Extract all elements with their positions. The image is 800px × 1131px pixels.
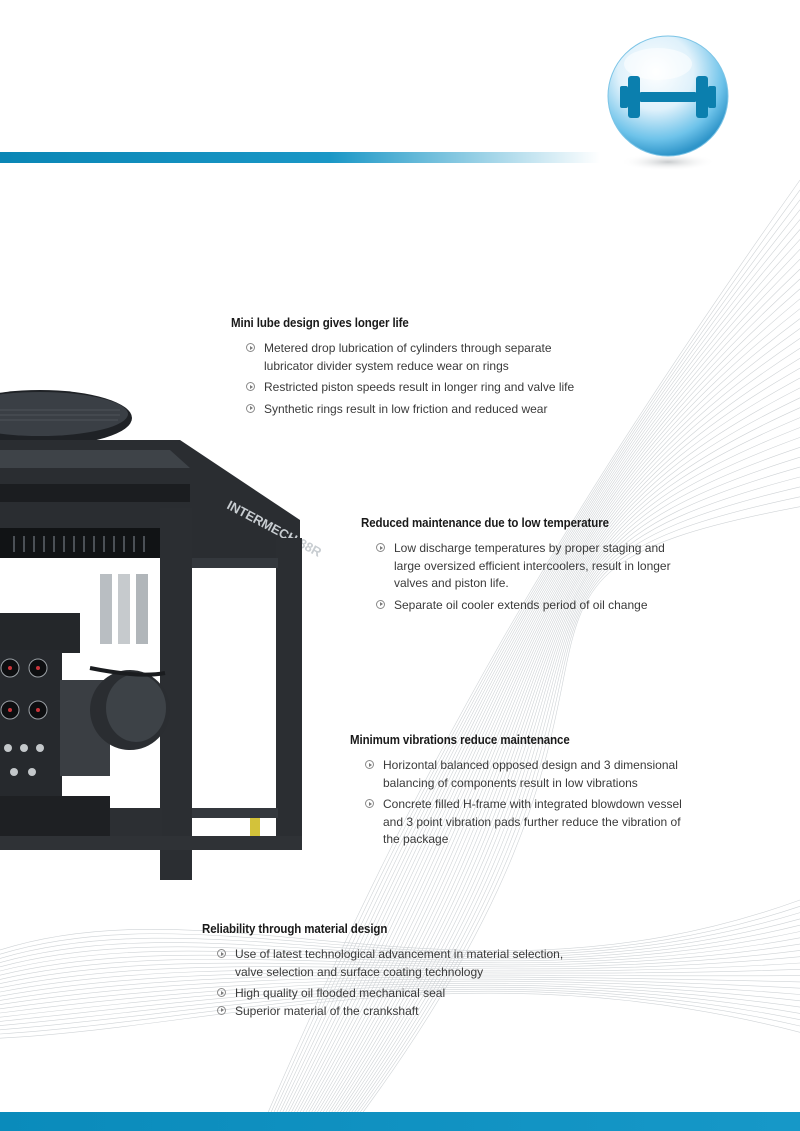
section-title: Reduced maintenance due to low temperatu… — [361, 516, 609, 530]
list-item: Low discharge temperatures by proper sta… — [361, 540, 671, 593]
compressor-package-image: INTERMECH 88R — [0, 390, 325, 880]
bullet-list: Use of latest technological advancement … — [202, 946, 563, 1020]
section-minimum-vibrations: Minimum vibrations reduce maintenance Ho… — [350, 733, 682, 853]
bullet-list: Horizontal balanced opposed design and 3… — [350, 757, 682, 849]
logo-sphere — [607, 35, 729, 171]
list-item: Superior material of the crankshaft — [202, 1003, 563, 1021]
play-bullet-icon — [217, 949, 226, 958]
play-bullet-icon — [217, 1005, 226, 1015]
list-item: Restricted piston speeds result in longe… — [231, 379, 574, 397]
section-reliability: Reliability through material design Use … — [202, 922, 563, 1024]
play-bullet-icon — [376, 599, 385, 609]
play-bullet-icon — [246, 382, 255, 392]
play-bullet-icon — [246, 343, 255, 352]
bullet-list: Metered drop lubrication of cylinders th… — [231, 340, 574, 418]
list-item: Use of latest technological advancement … — [202, 946, 563, 981]
section-reduced-maintenance: Reduced maintenance due to low temperatu… — [361, 516, 671, 618]
bullet-list: Low discharge temperatures by proper sta… — [361, 540, 671, 614]
list-item: High quality oil flooded mechanical seal — [202, 985, 563, 1003]
play-bullet-icon — [376, 543, 385, 552]
list-item: Metered drop lubrication of cylinders th… — [231, 340, 574, 375]
section-mini-lube: Mini lube design gives longer life Meter… — [231, 316, 574, 422]
list-item: Concrete filled H-frame with integrated … — [350, 796, 682, 849]
footer-accent-bar — [0, 1112, 800, 1131]
section-title: Mini lube design gives longer life — [231, 316, 409, 330]
play-bullet-icon — [217, 988, 226, 998]
dumbbell-icon — [620, 76, 716, 118]
header-accent-bar — [0, 152, 600, 163]
play-bullet-icon — [365, 799, 374, 809]
play-bullet-icon — [365, 760, 374, 769]
list-item: Horizontal balanced opposed design and 3… — [350, 757, 682, 792]
section-title: Minimum vibrations reduce maintenance — [350, 733, 570, 747]
list-item: Separate oil cooler extends period of oi… — [361, 597, 671, 615]
play-bullet-icon — [246, 403, 255, 413]
section-title: Reliability through material design — [202, 922, 388, 936]
list-item: Synthetic rings result in low friction a… — [231, 401, 574, 419]
